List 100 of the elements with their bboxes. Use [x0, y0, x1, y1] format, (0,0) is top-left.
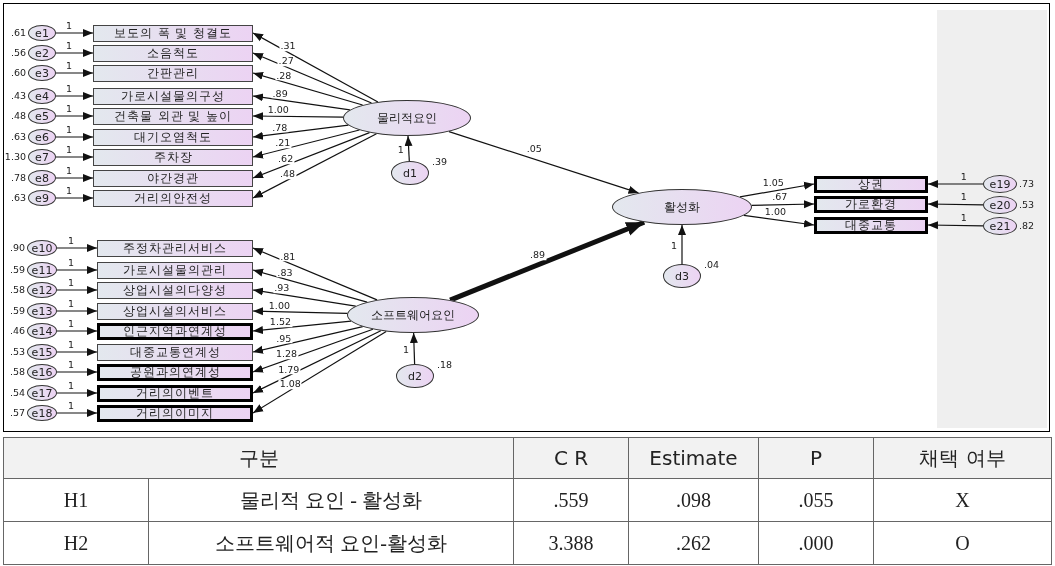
- arrow: [56, 244, 98, 252]
- edge-label: 1: [64, 21, 73, 31]
- variance-label: .59: [9, 265, 25, 275]
- edge-label: .67: [771, 192, 789, 202]
- error-term-circle: e4: [28, 88, 56, 104]
- edge-label: 1.05: [761, 178, 785, 188]
- error-term-circle: e10: [27, 240, 57, 256]
- latent-ellipse: 물리적요인: [343, 100, 471, 136]
- table-cell: .559: [513, 478, 629, 522]
- indicator-box: 대중교통: [814, 216, 928, 234]
- edge-label: 1.79: [277, 364, 301, 375]
- table-cell: .000: [758, 521, 874, 565]
- arrow: [55, 92, 94, 100]
- arrow: [56, 327, 98, 335]
- edge-label: 1: [67, 299, 75, 309]
- table-cell: H2: [3, 521, 149, 565]
- variance-label: .58: [9, 285, 25, 295]
- error-term-circle: e15: [27, 344, 57, 360]
- table-cell: H1: [3, 478, 149, 522]
- error-term-circle: e5: [28, 108, 56, 124]
- variance-label: 1.30: [4, 152, 26, 162]
- header-cell: P: [758, 437, 874, 479]
- variance-label: .58: [9, 367, 25, 377]
- arrow: [55, 133, 94, 141]
- error-term-circle: e3: [28, 65, 56, 81]
- table-cell: O: [873, 521, 1052, 565]
- error-term-circle: e1: [28, 25, 56, 41]
- variance-label: .78: [10, 173, 26, 183]
- edge-label: 1.08: [278, 379, 302, 389]
- error-term-circle: e11: [27, 262, 57, 278]
- edge-label: 1: [67, 340, 75, 350]
- header-cell: Estimate: [628, 437, 759, 479]
- edge-label: 1.00: [267, 300, 291, 311]
- arrow: [449, 219, 646, 303]
- arrow: [252, 71, 364, 106]
- indicator-box: 공원과의연계성: [97, 363, 253, 381]
- arrow: [751, 200, 815, 209]
- edge-label: 1: [64, 104, 73, 114]
- variance-label: .04: [704, 260, 720, 270]
- disturbance-circle: d3: [663, 264, 701, 288]
- arrow: [252, 32, 379, 103]
- variance-label: .90: [9, 243, 25, 253]
- edge-label: 1: [64, 84, 73, 94]
- arrow: [56, 266, 98, 274]
- arrow: [56, 307, 98, 315]
- indicator-box: 대기오염척도: [93, 128, 253, 146]
- edge-label: 1: [64, 145, 73, 155]
- indicator-box: 가로시설물의관리: [97, 261, 253, 279]
- indicator-box: 건축물 외관 및 높이: [93, 107, 253, 125]
- edge-label: .89: [271, 89, 289, 99]
- edge-label: .81: [279, 251, 297, 262]
- edge-label: 1: [67, 401, 75, 411]
- arrow: [56, 389, 98, 397]
- arrow: [56, 348, 98, 356]
- indicator-box: 가로환경: [814, 195, 928, 213]
- table-cell: .055: [758, 478, 874, 522]
- arrow: [56, 286, 98, 294]
- edge-label: .31: [279, 41, 297, 52]
- arrow: [927, 221, 984, 230]
- variance-label: .57: [9, 408, 25, 418]
- arrow: [55, 29, 94, 37]
- arrow: [252, 112, 344, 121]
- arrow: [252, 132, 371, 179]
- header-cell: C R: [513, 437, 629, 479]
- variance-label: .48: [10, 111, 26, 121]
- arrow: [252, 124, 349, 140]
- edge-label: 1: [959, 213, 968, 224]
- arrow: [55, 112, 94, 120]
- error-term-circle: e2: [28, 45, 56, 61]
- variance-label: .43: [10, 91, 26, 101]
- edge-label: 1.52: [268, 317, 292, 327]
- table-cell: .262: [628, 521, 759, 565]
- disturbance-circle: d1: [391, 161, 429, 185]
- error-term-circle: e9: [28, 190, 56, 206]
- arrow: [927, 180, 984, 188]
- indicator-box: 거리의이미지: [97, 404, 253, 422]
- error-term-circle: e7: [28, 149, 56, 165]
- arrow: [409, 332, 418, 365]
- error-term-circle: e17: [27, 385, 57, 401]
- indicator-box: 거리의이벤트: [97, 384, 253, 402]
- indicator-box: 가로시설물의구성: [93, 87, 253, 105]
- variance-label: .53: [1019, 200, 1035, 210]
- edge-label: 1: [67, 381, 75, 391]
- header-cell: 채택 여부: [873, 437, 1052, 479]
- edge-label: .48: [279, 169, 297, 179]
- indicator-box: 거리의안전성: [93, 189, 253, 207]
- edge-label: .93: [273, 283, 291, 294]
- indicator-box: 상권: [814, 175, 928, 193]
- edge-label: 1: [64, 166, 73, 176]
- edge-label: 1: [402, 345, 411, 355]
- variance-label: .18: [437, 360, 453, 370]
- edge-label: 1: [67, 258, 75, 268]
- arrow: [252, 326, 364, 354]
- edge-label: .21: [274, 138, 292, 149]
- edge-label: 1: [67, 278, 75, 288]
- variance-label: .56: [10, 48, 26, 58]
- latent-ellipse: 활성화: [612, 189, 752, 225]
- edge-label: 1: [64, 61, 73, 71]
- error-term-circle: e6: [28, 129, 56, 145]
- indicator-box: 소음척도: [93, 44, 253, 62]
